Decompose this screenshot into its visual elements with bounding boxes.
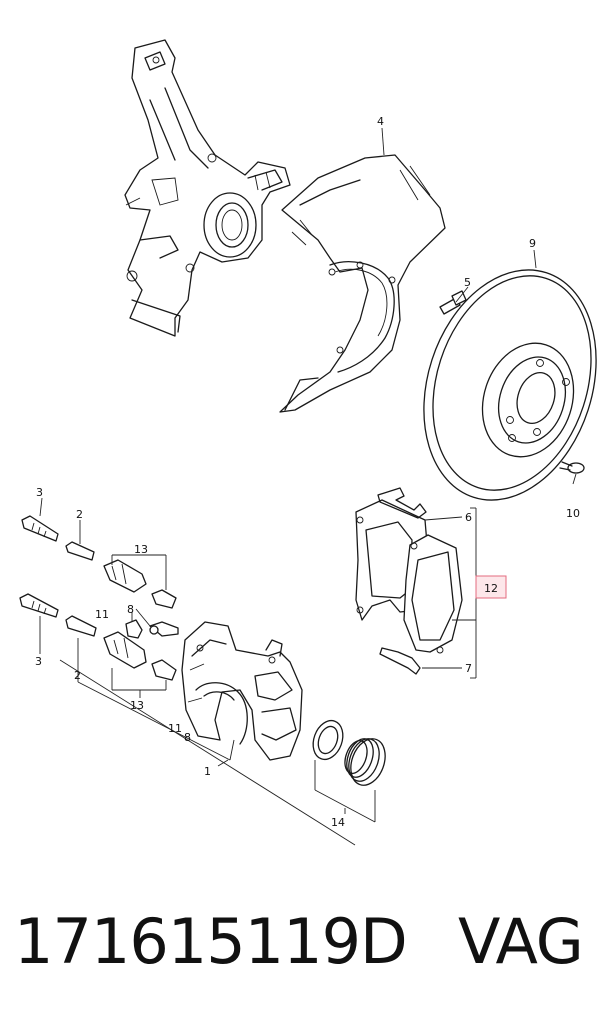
callout-12: 12 <box>484 582 498 595</box>
callout-4: 4 <box>377 115 384 128</box>
callout-8-upper: 8 <box>127 603 134 616</box>
part-number: 171615119D <box>14 905 408 978</box>
parts-diagram: 4 5 9 10 6 7 3 3 2 2 13 13 11 11 8 8 1 1… <box>19 39 597 846</box>
bush-upper <box>65 541 95 561</box>
dust-boot <box>344 738 386 786</box>
guide-sleeve-upper <box>103 559 177 609</box>
brake-disc <box>423 269 597 501</box>
callout-14: 14 <box>331 816 345 829</box>
bleed-valve-8 <box>149 621 179 637</box>
brake-pad-set <box>355 487 463 675</box>
callout-9: 9 <box>529 237 536 250</box>
steering-knuckle <box>124 39 291 337</box>
callout-11-upper: 11 <box>95 608 109 621</box>
piston-seal <box>312 719 344 761</box>
callout-3-lower: 3 <box>35 655 42 668</box>
callout-8-lower: 8 <box>184 731 191 744</box>
callout-11-lower: 11 <box>168 722 182 735</box>
bush-lower <box>65 615 97 637</box>
callout-2-lower: 2 <box>74 669 81 682</box>
callout-10: 10 <box>566 507 580 520</box>
callout-7: 7 <box>465 662 472 675</box>
guide-bolt-lower <box>19 593 59 618</box>
screw-10 <box>559 461 585 474</box>
brake-caliper <box>181 621 303 761</box>
callout-5: 5 <box>464 276 471 289</box>
guide-bolt-upper <box>21 515 59 542</box>
callout-labels: 4 5 9 10 6 7 3 3 2 2 13 13 11 11 8 8 1 1… <box>35 115 580 829</box>
callout-12-highlight[interactable]: 12 <box>475 575 507 599</box>
caption: 171615119D VAG <box>0 892 600 1012</box>
callout-2-upper: 2 <box>76 508 83 521</box>
callout-1: 1 <box>204 765 211 778</box>
callout-13-upper: 13 <box>134 543 148 556</box>
cap-11 <box>125 619 143 639</box>
callout-3-upper: 3 <box>36 486 43 499</box>
callout-6: 6 <box>465 511 472 524</box>
leader-lines <box>39 127 577 846</box>
guide-sleeve-lower <box>103 631 177 681</box>
splash-shield <box>279 154 446 413</box>
brand-label: VAG <box>458 905 584 978</box>
callout-13-lower: 13 <box>130 699 144 712</box>
